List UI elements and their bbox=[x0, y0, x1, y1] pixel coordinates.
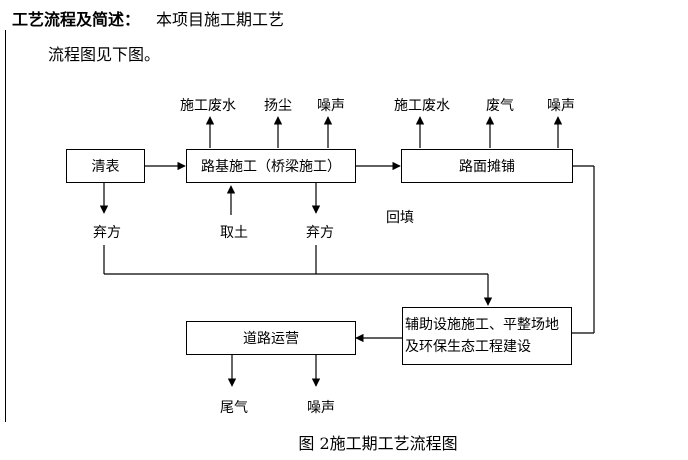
label-luji-noise: 噪声 bbox=[317, 98, 345, 114]
label-lumian-wastewater: 施工废水 bbox=[394, 98, 450, 114]
heading-text: 本项目施工期工艺 bbox=[156, 10, 285, 29]
section-heading: 工艺流程及简述： 本项目施工期工艺 bbox=[12, 6, 284, 30]
label-luji-wastewater: 施工废水 bbox=[180, 98, 236, 114]
node-daolu: 道路运营 bbox=[186, 321, 356, 355]
label-daolu-exhaust: 尾气 bbox=[220, 400, 248, 416]
label-backfill: 回填 bbox=[386, 210, 414, 226]
node-fuzhu: 辅助设施施工、平整场地 及环保生态工程建设 bbox=[402, 307, 572, 365]
intro-text: 流程图见下图。 bbox=[48, 45, 161, 64]
node-qingbiao: 清表 bbox=[66, 149, 145, 183]
figure-caption: 图 2施工期工艺流程图 bbox=[298, 434, 458, 453]
label-lumian-noise: 噪声 bbox=[547, 98, 575, 114]
left-border-line bbox=[5, 30, 6, 422]
label-luji-borrow: 取土 bbox=[220, 225, 248, 241]
label-lumian-gas: 废气 bbox=[486, 98, 514, 114]
label-qingbiao-spoil: 弃方 bbox=[93, 225, 121, 241]
node-fuzhu-line1: 辅助设施施工、平整场地 bbox=[405, 317, 559, 333]
node-luji: 路基施工（桥梁施工） bbox=[186, 149, 356, 183]
node-fuzhu-line2: 及环保生态工程建设 bbox=[405, 339, 531, 355]
label-daolu-noise: 噪声 bbox=[307, 400, 335, 416]
label-luji-dust: 扬尘 bbox=[264, 98, 292, 114]
label-luji-spoil: 弃方 bbox=[306, 225, 334, 241]
heading-title: 工艺流程及简述： bbox=[12, 10, 141, 29]
node-lumian: 路面摊铺 bbox=[401, 149, 573, 183]
